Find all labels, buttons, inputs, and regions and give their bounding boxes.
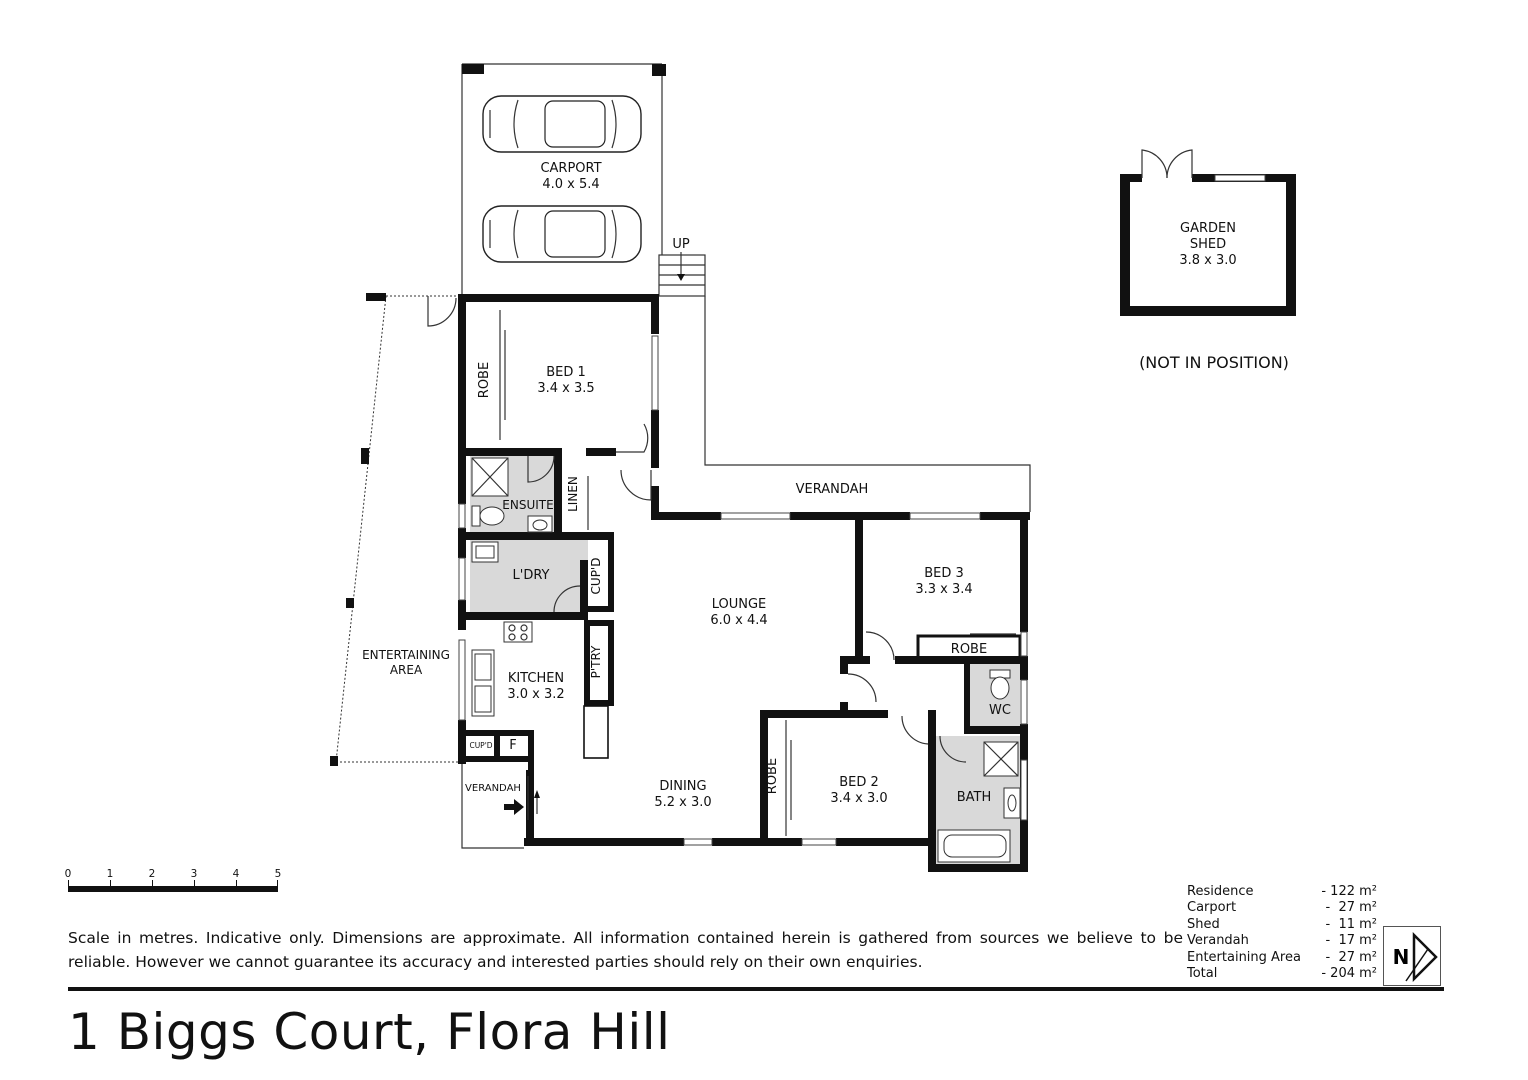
toilet-icon	[471, 505, 505, 527]
entry-arrow-icon	[504, 790, 540, 815]
verandah-bottom-label: VERANDAH	[465, 783, 521, 794]
area-summary: Residence - 122 m² Carport - 27 m² Shed …	[1187, 884, 1377, 982]
robe1-label: ROBE	[477, 362, 492, 398]
sink-icon	[471, 649, 495, 717]
bed1-dims: 3.4 x 3.5	[537, 381, 594, 396]
fixtures	[471, 457, 1021, 863]
scale-tick	[236, 880, 237, 887]
area-value: - 11 m²	[1325, 916, 1377, 932]
laundry-tub-icon	[471, 541, 499, 563]
area-label: Verandah	[1187, 933, 1249, 949]
area-label: Shed	[1187, 916, 1220, 932]
page-title: 1 Biggs Court, Flora Hill	[68, 1003, 671, 1061]
windows	[458, 296, 1031, 849]
area-value: - 204 m²	[1321, 966, 1377, 982]
room-labels: BED 1 3.4 x 3.5 ROBE ENSUITE LINEN VERAN…	[465, 362, 1011, 810]
area-label: Carport	[1187, 900, 1237, 916]
area-row: Shed - 11 m²	[1187, 917, 1377, 933]
area-label: Entertaining Area	[1187, 949, 1301, 965]
up-label: UP	[672, 237, 690, 252]
compass-north-label: N	[1393, 945, 1410, 969]
basin-icon	[527, 515, 553, 533]
bathtub-icon	[937, 829, 1011, 863]
kitchen-name: KITCHEN	[508, 671, 564, 686]
ensuite-label: ENSUITE	[502, 498, 553, 512]
scale-bar-line	[68, 886, 278, 892]
cupd1-label: CUP'D	[589, 558, 603, 595]
car-icon	[482, 95, 642, 153]
bed2-name: BED 2	[839, 775, 879, 790]
wc-label: WC	[989, 703, 1011, 718]
dining-dims: 5.2 x 3.0	[654, 795, 711, 810]
shed-name-1: GARDEN	[1180, 221, 1236, 236]
scale-tick	[68, 880, 69, 887]
entertaining-area: ENTERTAINING AREA	[330, 293, 462, 766]
bath-label: BATH	[957, 790, 992, 805]
fridge-label: F	[509, 738, 516, 753]
entertaining-name-1: ENTERTAINING	[362, 648, 450, 662]
verandah-top-label: VERANDAH	[796, 482, 869, 497]
scale-tick	[152, 880, 153, 887]
dining-name: DINING	[659, 779, 706, 794]
cooktop-icon	[503, 621, 533, 643]
scale-tick-label: 1	[106, 868, 114, 880]
carport-name: CARPORT	[540, 161, 601, 176]
area-row: Residence - 122 m²	[1187, 884, 1377, 900]
scale-tick	[110, 880, 111, 887]
area-label: Total	[1187, 966, 1218, 982]
scale-tick-label: 5	[274, 868, 282, 880]
kitchen-dims: 3.0 x 3.2	[507, 687, 564, 702]
area-value: - 122 m²	[1321, 884, 1377, 899]
toilet-icon	[989, 669, 1011, 700]
area-label: Residence	[1187, 884, 1254, 899]
area-value: - 17 m²	[1325, 933, 1377, 949]
scale-tick-label: 2	[148, 868, 156, 880]
bed3-name: BED 3	[924, 566, 964, 581]
area-row: Total - 204 m²	[1187, 966, 1377, 982]
area-row: Verandah - 17 m²	[1187, 933, 1377, 949]
lounge-name: LOUNGE	[712, 597, 767, 612]
carport: CARPORT 4.0 x 5.4	[461, 63, 666, 296]
scale-tick	[194, 880, 195, 887]
robe3-label: ROBE	[951, 642, 987, 657]
area-row: Carport - 27 m²	[1187, 900, 1377, 916]
area-value: - 27 m²	[1325, 900, 1377, 916]
car-icon	[482, 205, 642, 263]
basin-icon	[1003, 787, 1021, 819]
pantry-label: P'TRY	[589, 645, 603, 678]
scale-tick-label: 4	[232, 868, 240, 880]
bed3-dims: 3.3 x 3.4	[915, 582, 972, 597]
entertaining-name-2: AREA	[390, 663, 423, 677]
divider	[68, 987, 1444, 991]
steps: UP	[658, 237, 706, 297]
area-row: Entertaining Area - 27 m²	[1187, 950, 1377, 966]
shed-dims: 3.8 x 3.0	[1179, 253, 1236, 268]
shed-name-2: SHED	[1190, 237, 1226, 252]
not-in-position-note: (NOT IN POSITION)	[1139, 353, 1289, 372]
garden-shed: GARDEN SHED 3.8 x 3.0 (NOT IN POSITION)	[1120, 149, 1296, 372]
laundry-label: L'DRY	[513, 568, 550, 583]
doors	[499, 310, 1016, 836]
cupd2-label: CUP'D	[469, 741, 492, 750]
linen-label: LINEN	[566, 476, 580, 512]
compass-icon: N	[1383, 926, 1441, 986]
scale-tick	[277, 880, 278, 887]
disclaimer-text: Scale in metres. Indicative only. Dimens…	[68, 929, 1183, 971]
carport-dims: 4.0 x 5.4	[542, 177, 599, 192]
scale-tick-label: 0	[64, 868, 72, 880]
bed1-name: BED 1	[546, 365, 586, 380]
scale-tick-label: 3	[190, 868, 198, 880]
lounge-dims: 6.0 x 4.4	[710, 613, 767, 628]
robe2-label: ROBE	[765, 758, 780, 794]
area-value: - 27 m²	[1325, 949, 1377, 965]
bed2-dims: 3.4 x 3.0	[830, 791, 887, 806]
